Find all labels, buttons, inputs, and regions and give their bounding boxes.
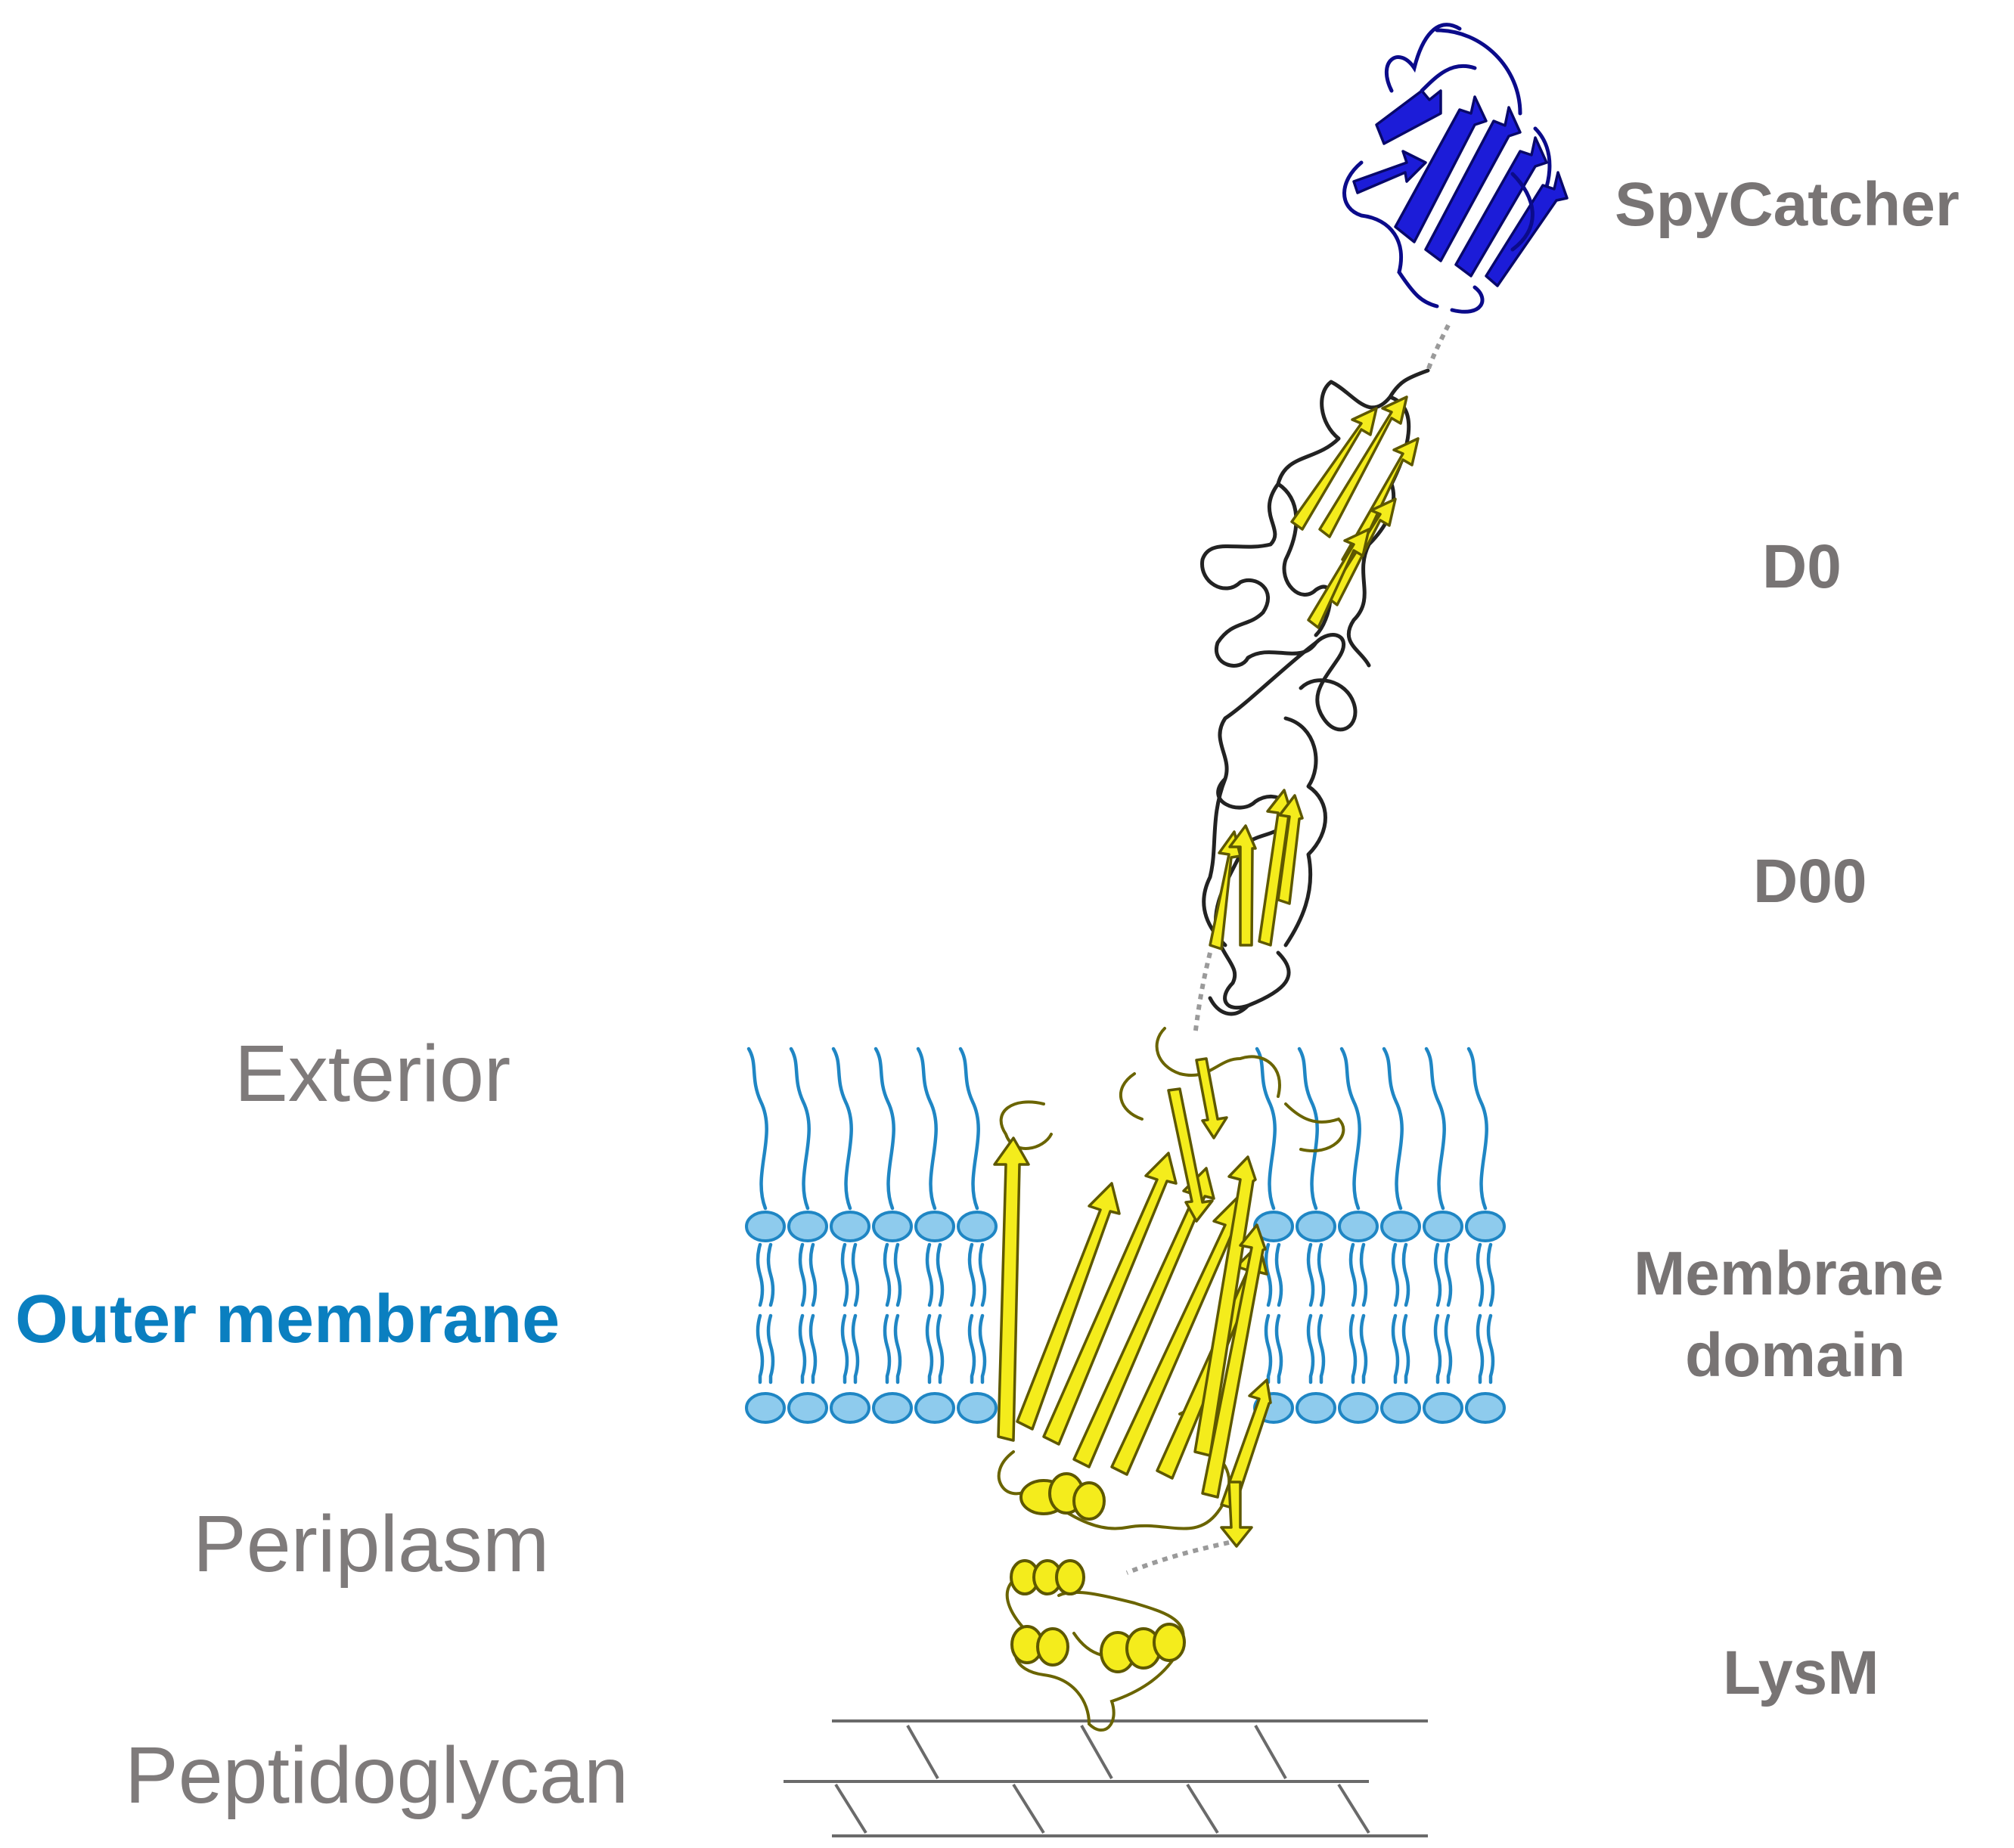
lipid-inner-tail [1348,1242,1358,1384]
lipid-outer-tail [1339,1046,1361,1211]
lipid-head [914,1211,955,1242]
label-exterior: Exterior [234,1029,510,1118]
lipid-outer-tail [1255,1046,1277,1211]
lipid-inner-tail [840,1242,849,1384]
linker-spycatcher-d0 [1426,324,1451,371]
lipid-outer-tail [789,1046,811,1211]
lipid-inner-tail [1401,1242,1410,1384]
lipid-inner-tail [756,1242,765,1384]
lipid-head [1465,1392,1506,1424]
lipid-inner-tail [1306,1242,1315,1384]
label-lysm: LysM [1723,1639,1879,1707]
lipid-inner-tail [766,1242,775,1384]
label-membrane-domain-line1: Membrane [1634,1239,1944,1308]
lipid-outer-tail [916,1046,938,1211]
spycatcher-structure [1342,23,1569,314]
outer-membrane-bilayer [745,1046,1506,1424]
lipid-inner-tail [893,1242,902,1384]
label-spycatcher: SpyCatcher [1615,170,1960,239]
lipid-inner-tail [1486,1242,1495,1384]
lipid-outer-tail [1466,1046,1488,1211]
lipid-inner-tail [936,1242,945,1384]
lipid-inner-tail [1476,1242,1485,1384]
lipid-outer-tail [1424,1046,1446,1211]
lipid-head [787,1211,828,1242]
lipid-outer-tail [831,1046,853,1211]
lipid-inner-tail [925,1242,934,1384]
lipid-head [787,1392,828,1424]
d0-structure [1200,368,1430,732]
lipid-inner-tail [1317,1242,1326,1384]
label-d0: D0 [1762,532,1842,601]
lipid-inner-tail [1274,1242,1283,1384]
lipid-inner-tail [808,1242,818,1384]
lipid-head [745,1392,786,1424]
lipid-inner-tail [1359,1242,1368,1384]
lipid-heads [745,1211,1506,1424]
lipid-head [1338,1211,1379,1242]
lipid-head [1380,1211,1421,1242]
lipid-head [745,1211,786,1242]
lipid-inner-tail [1433,1242,1442,1384]
lipid-head [872,1392,913,1424]
lipid-outer-tail [958,1046,980,1211]
label-periplasm: Periplasm [193,1499,549,1589]
lipid-inner-tail [978,1242,987,1384]
lipid-outer-tail [1297,1046,1319,1211]
lipid-head [830,1392,870,1424]
lipid-head [1465,1211,1506,1242]
lipid-upper-tails [746,1046,1488,1211]
lipid-head [1423,1211,1463,1242]
lipid-head [1296,1211,1336,1242]
lipid-head [872,1211,913,1242]
peptidoglycan-layer [784,1719,1428,1837]
membrane-domain-barrel [993,1027,1345,1548]
lipid-inner-tail [1444,1242,1453,1384]
lipid-inner-tail [883,1242,892,1384]
linker-d00-membrane [1193,952,1212,1037]
label-outer-membrane: Outer membrane [15,1282,560,1357]
lipid-inner-tail [798,1242,807,1384]
d00-structure [1202,640,1327,1016]
label-peptidoglycan: Peptidoglycan [125,1731,628,1820]
linker-membrane-lysm [1125,1540,1230,1575]
label-d00: D00 [1753,847,1867,916]
lipid-head [957,1392,998,1424]
lipid-inner-tail [851,1242,860,1384]
lysm-structure [1005,1559,1186,1732]
lipid-inner-tail [1264,1242,1273,1384]
lipid-inner-tail [1391,1242,1400,1384]
lipid-outer-tail [1382,1046,1404,1211]
lipid-head [830,1211,870,1242]
lipid-outer-tail [874,1046,895,1211]
lipid-outer-tail [746,1046,768,1211]
lipid-head [1296,1392,1336,1424]
lipid-head [1380,1392,1421,1424]
lipid-head [914,1392,955,1424]
lipid-inner-tails [756,1242,1495,1384]
lipid-head [1423,1392,1463,1424]
lipid-inner-tail [967,1242,976,1384]
lipid-head [1338,1392,1379,1424]
label-membrane-domain-line2: domain [1685,1321,1906,1390]
lipid-head [957,1211,998,1242]
